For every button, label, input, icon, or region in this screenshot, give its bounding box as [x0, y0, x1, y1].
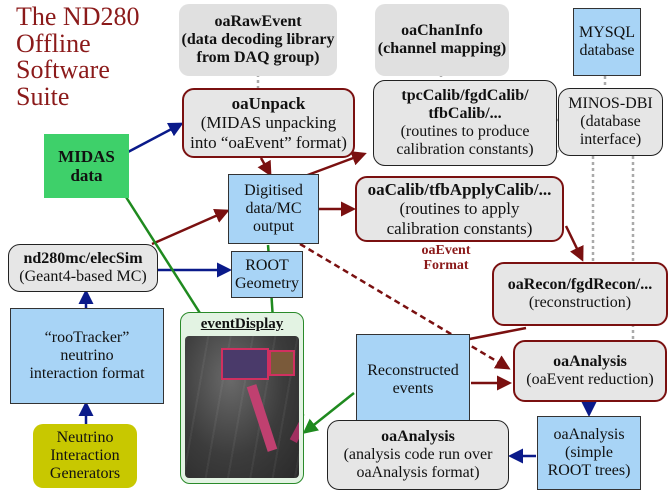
oaevent-format-label: oaEvent Format	[421, 243, 471, 274]
oarawevent-box: oaRawEvent (data decoding library from D…	[179, 4, 337, 76]
rootracker-box: “rooTracker” neutrino interaction format	[10, 308, 164, 404]
eventdisplay-detector-image	[185, 335, 299, 478]
oaanalysis-trees-box: oaAnalysis (simple ROOT trees)	[537, 416, 641, 490]
arrow-nd280mc-digitised	[151, 208, 230, 246]
minos-dbi-box: MINOS-DBI (database interface)	[558, 88, 663, 156]
eventdisplay-title: eventDisplay	[200, 316, 284, 332]
arrow-reconstructed-eventdisplay	[302, 392, 355, 434]
oacalib-box: oaCalib/tfbApplyCalib/... (routines to a…	[355, 176, 564, 242]
diagram-title: The ND280 Offline Software Suite	[16, 2, 140, 111]
oaanalysis-code-box: oaAnalysis (analysis code run over oaAna…	[327, 420, 509, 490]
oachaninfo-box: oaChanInfo (channel mapping)	[375, 4, 509, 76]
generators-box: Neutrino Interaction Generators	[33, 424, 137, 488]
oaunpack-box: oaUnpack (MIDAS unpacking into “oaEvent”…	[182, 88, 355, 158]
tpccalib-box: tpcCalib/fgdCalib/ tfbCalib/... (routine…	[373, 80, 557, 166]
arrow-midas-eventdisplay	[124, 196, 214, 335]
arrow-oacalib-oarecon	[564, 225, 584, 262]
eventdisplay-panel: eventDisplay	[180, 312, 304, 484]
mysql-database-box: MYSQL database	[573, 8, 641, 76]
arrow-digitised-tpccalib	[304, 151, 367, 178]
midas-data-box: MIDAS data	[44, 134, 129, 198]
digitised-output-box: Digitised data/MC output	[228, 174, 319, 244]
arrow-digitised-analysis-dashed	[299, 242, 511, 370]
root-geometry-box: ROOT Geometry	[231, 251, 303, 298]
oaanalysis-main-box: oaAnalysis (oaEvent reduction)	[513, 340, 667, 402]
nd280mc-box: nd280mc/elecSim (Geant4-based MC)	[8, 244, 158, 292]
reconstructed-events-box: Reconstructed events	[356, 334, 470, 426]
arrow-midas-unpack	[127, 122, 184, 154]
oarecon-box: oaRecon/fgdRecon/... (reconstruction)	[492, 262, 668, 326]
arrow-unpack-digitised	[257, 157, 272, 177]
link-minos-oacalib	[551, 149, 560, 161]
